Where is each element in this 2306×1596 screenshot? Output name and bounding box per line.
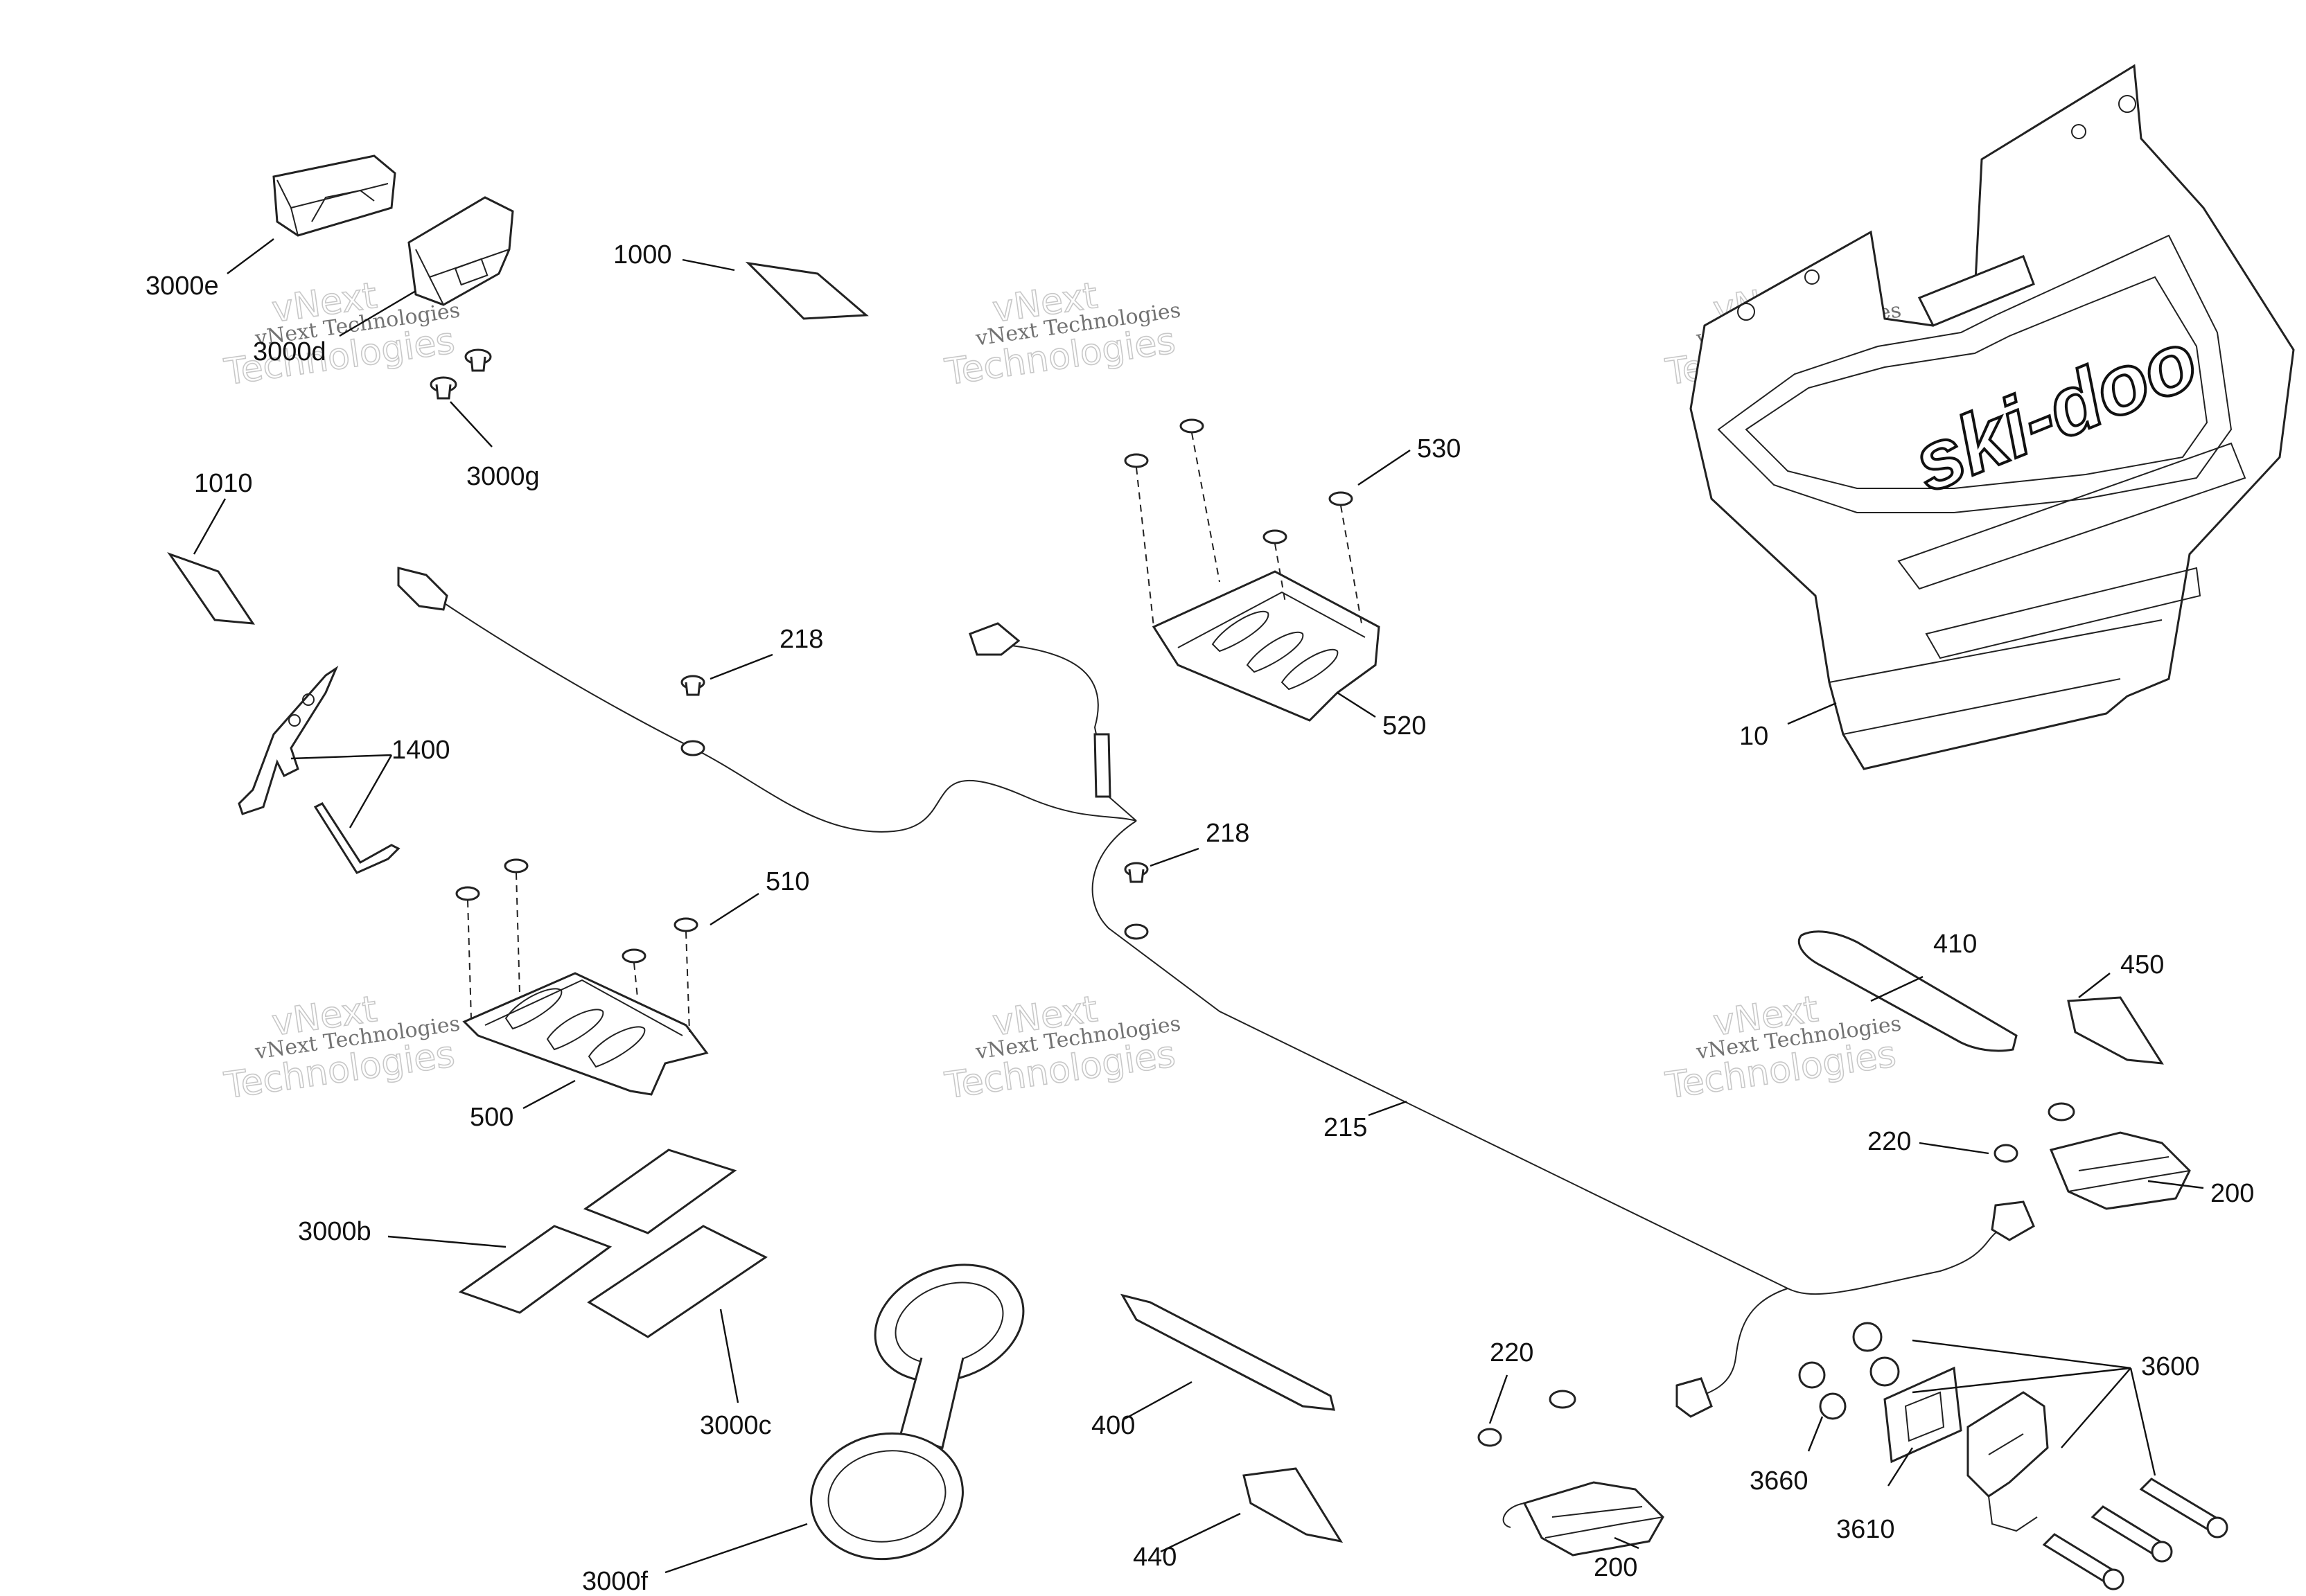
hitch-3610 — [1883, 1366, 2049, 1532]
callout-3610: 3610 — [1836, 1515, 1895, 1544]
wire-harness-215 — [397, 567, 2035, 1418]
pads-3000b-3000c — [458, 1149, 768, 1338]
callout-3000f: 3000f — [582, 1567, 649, 1596]
part-3000d — [407, 196, 514, 306]
part-10-rear-panel: ski-doo — [1689, 64, 2295, 770]
clip-218 — [680, 675, 1149, 883]
plate-500 — [455, 858, 709, 1096]
callout-215: 215 — [1323, 1113, 1367, 1142]
callout-218-top: 218 — [780, 625, 823, 654]
callout-520: 520 — [1382, 711, 1426, 741]
callout-200-right: 200 — [2210, 1179, 2254, 1208]
callout-510: 510 — [766, 867, 809, 896]
tail-light-200-b — [1477, 1390, 1664, 1557]
callout-3660: 3660 — [1750, 1466, 1808, 1496]
callout-3000g: 3000g — [466, 462, 540, 491]
reflector-440 — [1242, 1467, 1344, 1543]
bolts-3600 — [2042, 1478, 2228, 1590]
callout-3000c: 3000c — [700, 1411, 772, 1440]
part-1010 — [167, 552, 255, 625]
watermark: vNext vNext Technologies Technologies — [942, 988, 1182, 1108]
callout-400: 400 — [1091, 1411, 1135, 1440]
callout-450: 450 — [2120, 950, 2164, 979]
callout-3000d: 3000d — [253, 337, 326, 366]
watermark: vNext vNext Technologies Technologies — [942, 274, 1182, 394]
part-3000f — [810, 1264, 1025, 1561]
plate-520 — [1124, 418, 1380, 722]
reflector-410 — [1797, 930, 2018, 1052]
leader-lines — [193, 238, 2204, 1574]
nuts-3660 — [1798, 1322, 1900, 1420]
callout-530: 530 — [1417, 434, 1461, 463]
watermark-group: vNext vNext Technologies Technologies vN… — [221, 274, 1903, 1108]
callout-1000: 1000 — [613, 240, 672, 269]
callout-3000b: 3000b — [298, 1217, 371, 1246]
callout-440: 440 — [1133, 1543, 1177, 1572]
fastener-3000g — [430, 348, 492, 400]
callout-1010: 1010 — [194, 469, 253, 498]
callout-10: 10 — [1739, 722, 1768, 751]
callout-200-bottom: 200 — [1594, 1553, 1637, 1582]
part-1400 — [238, 665, 401, 874]
callout-220-bottom: 220 — [1490, 1338, 1533, 1367]
callout-410: 410 — [1933, 930, 1977, 959]
reflector-450 — [2067, 996, 2164, 1065]
callout-3600: 3600 — [2141, 1352, 2200, 1381]
watermark: vNext vNext Technologies Technologies — [1662, 988, 1903, 1108]
callout-3000e: 3000e — [146, 272, 219, 301]
part-3000e — [272, 154, 396, 237]
callout-218-mid: 218 — [1206, 819, 1249, 848]
reflector-400 — [1120, 1293, 1335, 1411]
part-1000 — [745, 261, 869, 320]
callout-labels: 3000e 3000d 3000g 1000 1010 1400 218 530… — [146, 240, 2254, 1596]
tail-light-200-a — [1993, 1102, 2191, 1210]
watermark: vNext vNext Technologies Technologies — [221, 988, 461, 1108]
callout-220-right: 220 — [1867, 1127, 1911, 1156]
callout-1400: 1400 — [391, 736, 450, 765]
callout-500: 500 — [470, 1103, 513, 1132]
